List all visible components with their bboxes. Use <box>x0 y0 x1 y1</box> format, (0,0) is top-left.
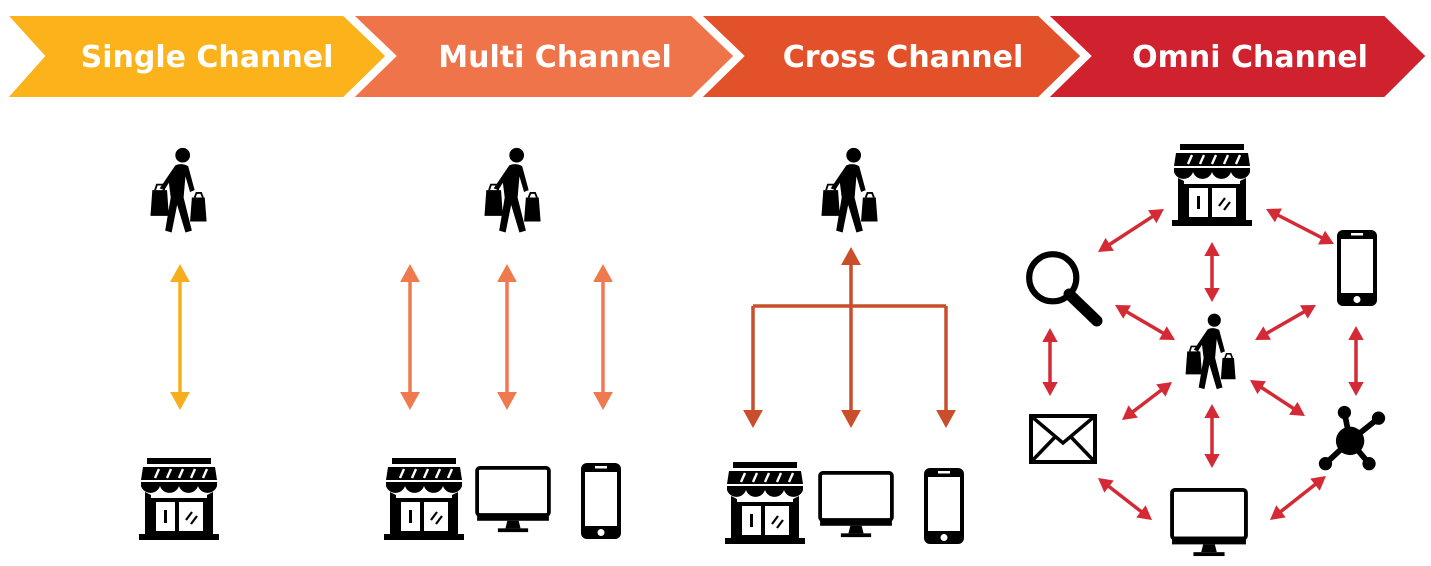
omni-arrow-store-phone <box>1275 212 1325 241</box>
multi-monitor-icon <box>475 466 551 534</box>
omni-arrow-mail-monitor-head-start <box>1098 478 1114 493</box>
omni-shopper-icon <box>1184 312 1237 390</box>
multi-phone-icon <box>581 463 621 539</box>
cross-arrow-store-head-end <box>743 410 763 428</box>
omni-arrow-center-phone <box>1263 309 1308 336</box>
cross-shopper-icon <box>820 146 879 234</box>
omni-arrow-search-center-head-end <box>1159 326 1175 340</box>
omni-arrow-search-mail-head-start <box>1042 328 1058 342</box>
stage-label-multi: Multi Channel <box>438 40 672 75</box>
omni-store-icon <box>1170 144 1254 228</box>
omni-arrow-mail-monitor-head-end <box>1136 505 1152 520</box>
omni-arrow-mail-center-head-end <box>1156 382 1172 397</box>
omni-arrow-phone-network-head-start <box>1348 326 1364 340</box>
omni-arrow-search-mail-head-end <box>1042 382 1058 396</box>
cross-arrow-up-head-end <box>841 247 861 265</box>
omni-search-icon <box>1029 254 1097 321</box>
multi-arrow-store-head-end <box>400 392 420 410</box>
omni-monitor-icon <box>1172 490 1246 556</box>
omni-arrow-center-network <box>1258 384 1297 412</box>
omni-arrow-monitor-network <box>1277 481 1319 515</box>
omni-network-icon <box>1319 406 1385 470</box>
omni-arrow-search-center <box>1123 309 1167 336</box>
omni-arrow-center-monitor-head-end <box>1204 454 1220 468</box>
single-arrow-head-start <box>170 264 190 282</box>
omni-arrow-monitor-network-head-end <box>1310 476 1326 491</box>
cross-store-icon <box>723 462 807 546</box>
multi-arrow-store-head-start <box>400 264 420 282</box>
multi-arrow-mobile-head-start <box>593 264 613 282</box>
cross-monitor-icon <box>818 471 894 539</box>
omni-arrow-search-store-head-end <box>1148 209 1164 224</box>
omni-arrow-store-center-head-start <box>1204 242 1220 256</box>
arrow-layer <box>170 208 1364 520</box>
stage-label-single: Single Channel <box>80 40 334 75</box>
omni-phone-icon <box>1337 230 1377 306</box>
multi-shopper-icon <box>483 146 542 234</box>
omni-arrow-center-network-head-end <box>1289 401 1305 416</box>
omni-arrow-search-store-head-start <box>1098 237 1114 252</box>
stage-label-omni: Omni Channel <box>1132 40 1368 75</box>
multi-arrow-web-head-end <box>497 392 517 410</box>
omni-arrow-monitor-network-head-start <box>1270 505 1286 520</box>
omni-arrow-center-phone-head-end <box>1300 305 1316 319</box>
omni-arrow-center-network-head-start <box>1250 380 1266 395</box>
omni-arrow-store-phone-head-end <box>1318 230 1334 245</box>
multi-arrow-mobile-head-end <box>593 392 613 410</box>
omni-arrow-phone-network-head-end <box>1348 382 1364 396</box>
omni-arrow-search-store <box>1106 213 1156 248</box>
multi-store-icon <box>382 458 466 542</box>
cross-phone-icon <box>924 468 964 544</box>
omni-mail-icon <box>1031 416 1095 462</box>
omni-arrow-center-phone-head-start <box>1255 326 1271 340</box>
icon-layer <box>137 144 1385 556</box>
omni-arrow-store-phone-head-start <box>1266 208 1282 223</box>
omni-arrow-mail-center-head-start <box>1122 405 1138 420</box>
multi-arrow-web-head-start <box>497 264 517 282</box>
single-store-icon <box>137 458 221 542</box>
cross-arrow-web-head-end <box>841 410 861 428</box>
omni-arrow-mail-center <box>1129 387 1165 415</box>
cross-arrow-mobile-head-end <box>936 410 956 428</box>
single-arrow-head-end <box>170 392 190 410</box>
single-shopper-icon <box>149 146 208 234</box>
stage-chevron-omni <box>1030 8 1431 105</box>
stage-label-cross: Cross Channel <box>782 40 1024 75</box>
stage-banners <box>0 8 1431 105</box>
omni-arrow-center-monitor-head-start <box>1204 404 1220 418</box>
omni-arrow-search-center-head-start <box>1115 305 1131 319</box>
omni-arrow-store-center-head-end <box>1204 288 1220 302</box>
omni-arrow-mail-monitor <box>1105 483 1145 515</box>
